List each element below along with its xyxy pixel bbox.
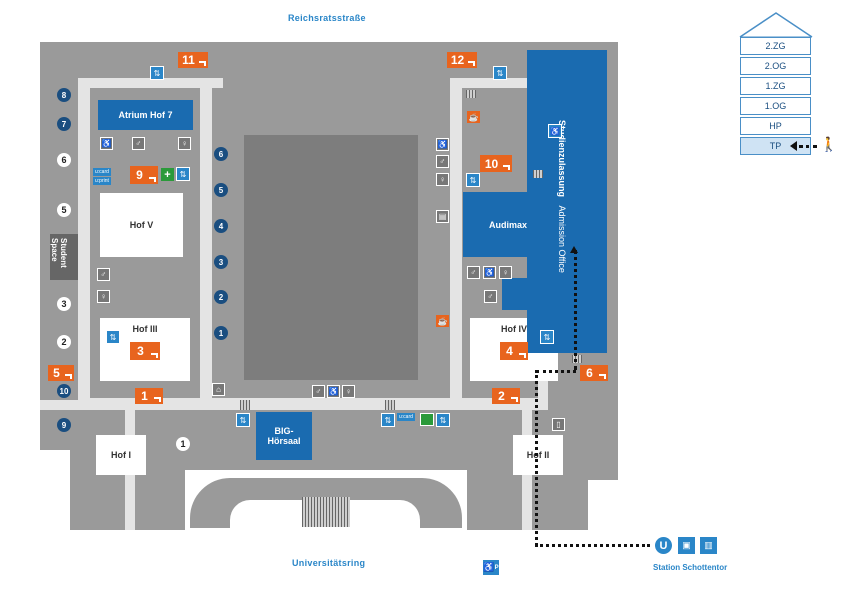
entrance-number-white-2: 2 [57, 335, 71, 349]
elevator-icon: ⇅ [176, 167, 190, 181]
toilet-icon: ♂ [484, 290, 497, 303]
entrance-number-white-5: 5 [57, 203, 71, 217]
big-hoersaal-line-2: Hörsaal [267, 436, 301, 446]
door-icon: ▯ [552, 418, 565, 431]
wheelchair-icon: ♿ [436, 138, 449, 151]
house-roof-icon [739, 12, 813, 38]
entrance-number-8: 8 [57, 88, 71, 102]
info-screen-icon: ▤ [436, 210, 449, 223]
stairs-marker [533, 170, 543, 178]
parking-icon[interactable]: ♿P [483, 560, 499, 575]
staircase-1[interactable]: 1 [135, 388, 163, 404]
toilet-icon: ♂ [436, 155, 449, 168]
toilet-icon: ♀ [97, 290, 110, 303]
current-level-dots [799, 145, 817, 148]
toilet-icon: ♂ [312, 385, 325, 398]
entrance-number-9: 9 [57, 418, 71, 432]
uprint-tag: u:print [93, 177, 111, 185]
stairs-marker [466, 90, 476, 98]
room-big-hoersaal[interactable]: BIG- Hörsaal [256, 412, 312, 460]
room-student-space[interactable]: Student Space [50, 234, 78, 280]
ucard-tag: u:card [93, 168, 111, 176]
first-aid-icon: + [161, 168, 174, 181]
elevator-icon: ⇅ [106, 330, 120, 344]
room-number-1: 1 [214, 326, 228, 340]
room-number-6: 6 [214, 147, 228, 161]
elevator-icon: ⇅ [540, 330, 554, 344]
wheelchair-icon: ♿ [100, 137, 113, 150]
toilet-icon: ♂ [467, 266, 480, 279]
entrance-number-white-1: 1 [176, 437, 190, 451]
parking-label: P [494, 564, 499, 571]
ticket-machine-icon [420, 413, 434, 426]
route-arrow-icon [570, 246, 578, 253]
level-1og[interactable]: 1.OG [740, 97, 811, 115]
entrance-number-white-3: 3 [57, 297, 71, 311]
elevator-icon: ⇅ [466, 173, 480, 187]
central-courtyard [244, 135, 418, 380]
staircase-5[interactable]: 5 [48, 365, 74, 381]
level-hp[interactable]: HP [740, 117, 811, 135]
room-number-3: 3 [214, 255, 228, 269]
room-number-2: 2 [214, 290, 228, 304]
room-number-4: 4 [214, 219, 228, 233]
ucard-tag-south: u:card [397, 413, 415, 421]
big-hoersaal-line-1: BIG- [274, 426, 294, 436]
street-reichsratsstrasse: Reichsratsstraße [288, 13, 366, 23]
courtyard-hof-iii: Hof III [100, 318, 190, 381]
street-universitaetsring: Universitätsring [292, 558, 366, 568]
wheelchair-icon: ♿ [483, 266, 496, 279]
level-2og[interactable]: 2.OG [740, 57, 811, 75]
courtyard-hof-i: Hof I [96, 435, 146, 475]
main-entrance-stairs [302, 497, 350, 527]
stairs-marker [572, 355, 582, 363]
stairs-marker [385, 400, 395, 410]
toilet-icon: ♂ [97, 268, 110, 281]
toilet-icon: ♂ [132, 137, 145, 150]
stairs-marker [240, 400, 250, 410]
elevator-icon: ⇅ [493, 66, 507, 80]
transit-station-label: Station Schottentor [653, 563, 728, 572]
tram-icon[interactable]: ▥ [700, 537, 717, 554]
bus-icon[interactable]: ▣ [678, 537, 695, 554]
elevator-icon: ⇅ [150, 66, 164, 80]
toilet-icon: ♀ [178, 137, 191, 150]
staircase-9[interactable]: 9 [130, 166, 158, 184]
staircase-12[interactable]: 12 [447, 52, 477, 68]
entrance-number-10: 10 [57, 384, 71, 398]
toilet-icon: ♀ [436, 173, 449, 186]
entrance-number-7: 7 [57, 117, 71, 131]
student-space-line-2: Space [50, 238, 59, 262]
room-studienzulassung[interactable]: Studienzulassung Admission Office [527, 50, 607, 353]
elevator-icon: ⇅ [381, 413, 395, 427]
staircase-3[interactable]: 3 [130, 342, 160, 360]
staircase-6[interactable]: 6 [580, 365, 608, 381]
pedestrian-icon: 🚶 [820, 136, 838, 152]
admission-office-label: Admission Office [557, 205, 567, 273]
entrance-number-white-6: 6 [57, 153, 71, 167]
staircase-4[interactable]: 4 [500, 342, 528, 360]
toilet-icon: ♀ [499, 266, 512, 279]
toilet-icon: ♀ [342, 385, 355, 398]
level-1zg[interactable]: 1.ZG [740, 77, 811, 95]
wheelchair-icon: ♿ [548, 124, 562, 138]
current-level-arrow-icon [790, 141, 797, 151]
coffee-icon: ☕ [467, 111, 480, 123]
wheelchair-icon: ♿ [327, 385, 340, 398]
level-2zg[interactable]: 2.ZG [740, 37, 811, 55]
staircase-11[interactable]: 11 [178, 52, 208, 68]
elevator-icon: ⇅ [236, 413, 250, 427]
staircase-10[interactable]: 10 [480, 155, 512, 172]
staircase-2[interactable]: 2 [492, 388, 520, 404]
elevator-icon: ⇅ [436, 413, 450, 427]
courtyard-hof-ii: Hof II [513, 435, 563, 475]
coat-check-icon: ⌂ [212, 383, 225, 396]
room-number-5: 5 [214, 183, 228, 197]
subway-u-icon[interactable]: U [655, 537, 672, 554]
room-small-blue [502, 278, 529, 310]
room-atrium-hof-7[interactable]: Atrium Hof 7 [98, 100, 193, 130]
coffee-icon: ☕ [436, 315, 449, 327]
courtyard-hof-v: Hof V [100, 193, 183, 257]
student-space-line-1: Student [59, 238, 68, 268]
